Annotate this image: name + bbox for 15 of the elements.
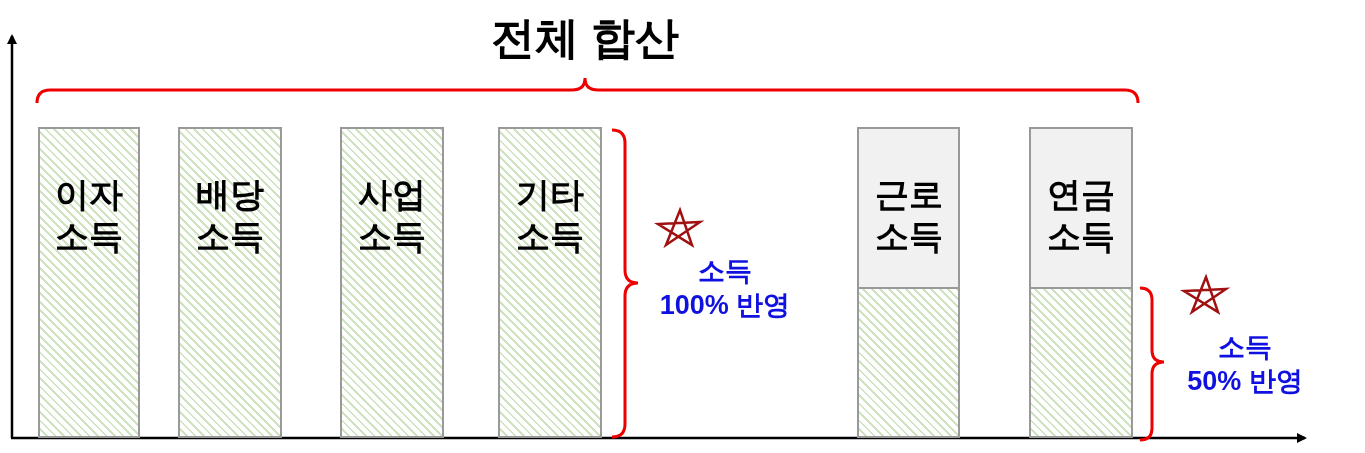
bar-label: 이자 소득: [54, 174, 124, 257]
income-bar: [498, 127, 602, 438]
income-bar: [178, 127, 282, 438]
note-text: 소득 100% 반영: [658, 255, 792, 322]
income-bar: [340, 127, 444, 438]
income-bar: [38, 127, 140, 438]
income-bar: [857, 127, 960, 438]
bar-label: 사업 소득: [357, 174, 427, 257]
bar-label: 기타 소득: [515, 174, 585, 257]
bar-label: 연금 소득: [1046, 174, 1116, 257]
bar-label: 배당 소득: [195, 174, 265, 257]
income-bar: [1029, 127, 1133, 438]
title: 전체 합산: [489, 12, 681, 64]
bar-label: 근로 소득: [873, 174, 944, 257]
note-text: 소득 50% 반영: [1186, 331, 1304, 398]
